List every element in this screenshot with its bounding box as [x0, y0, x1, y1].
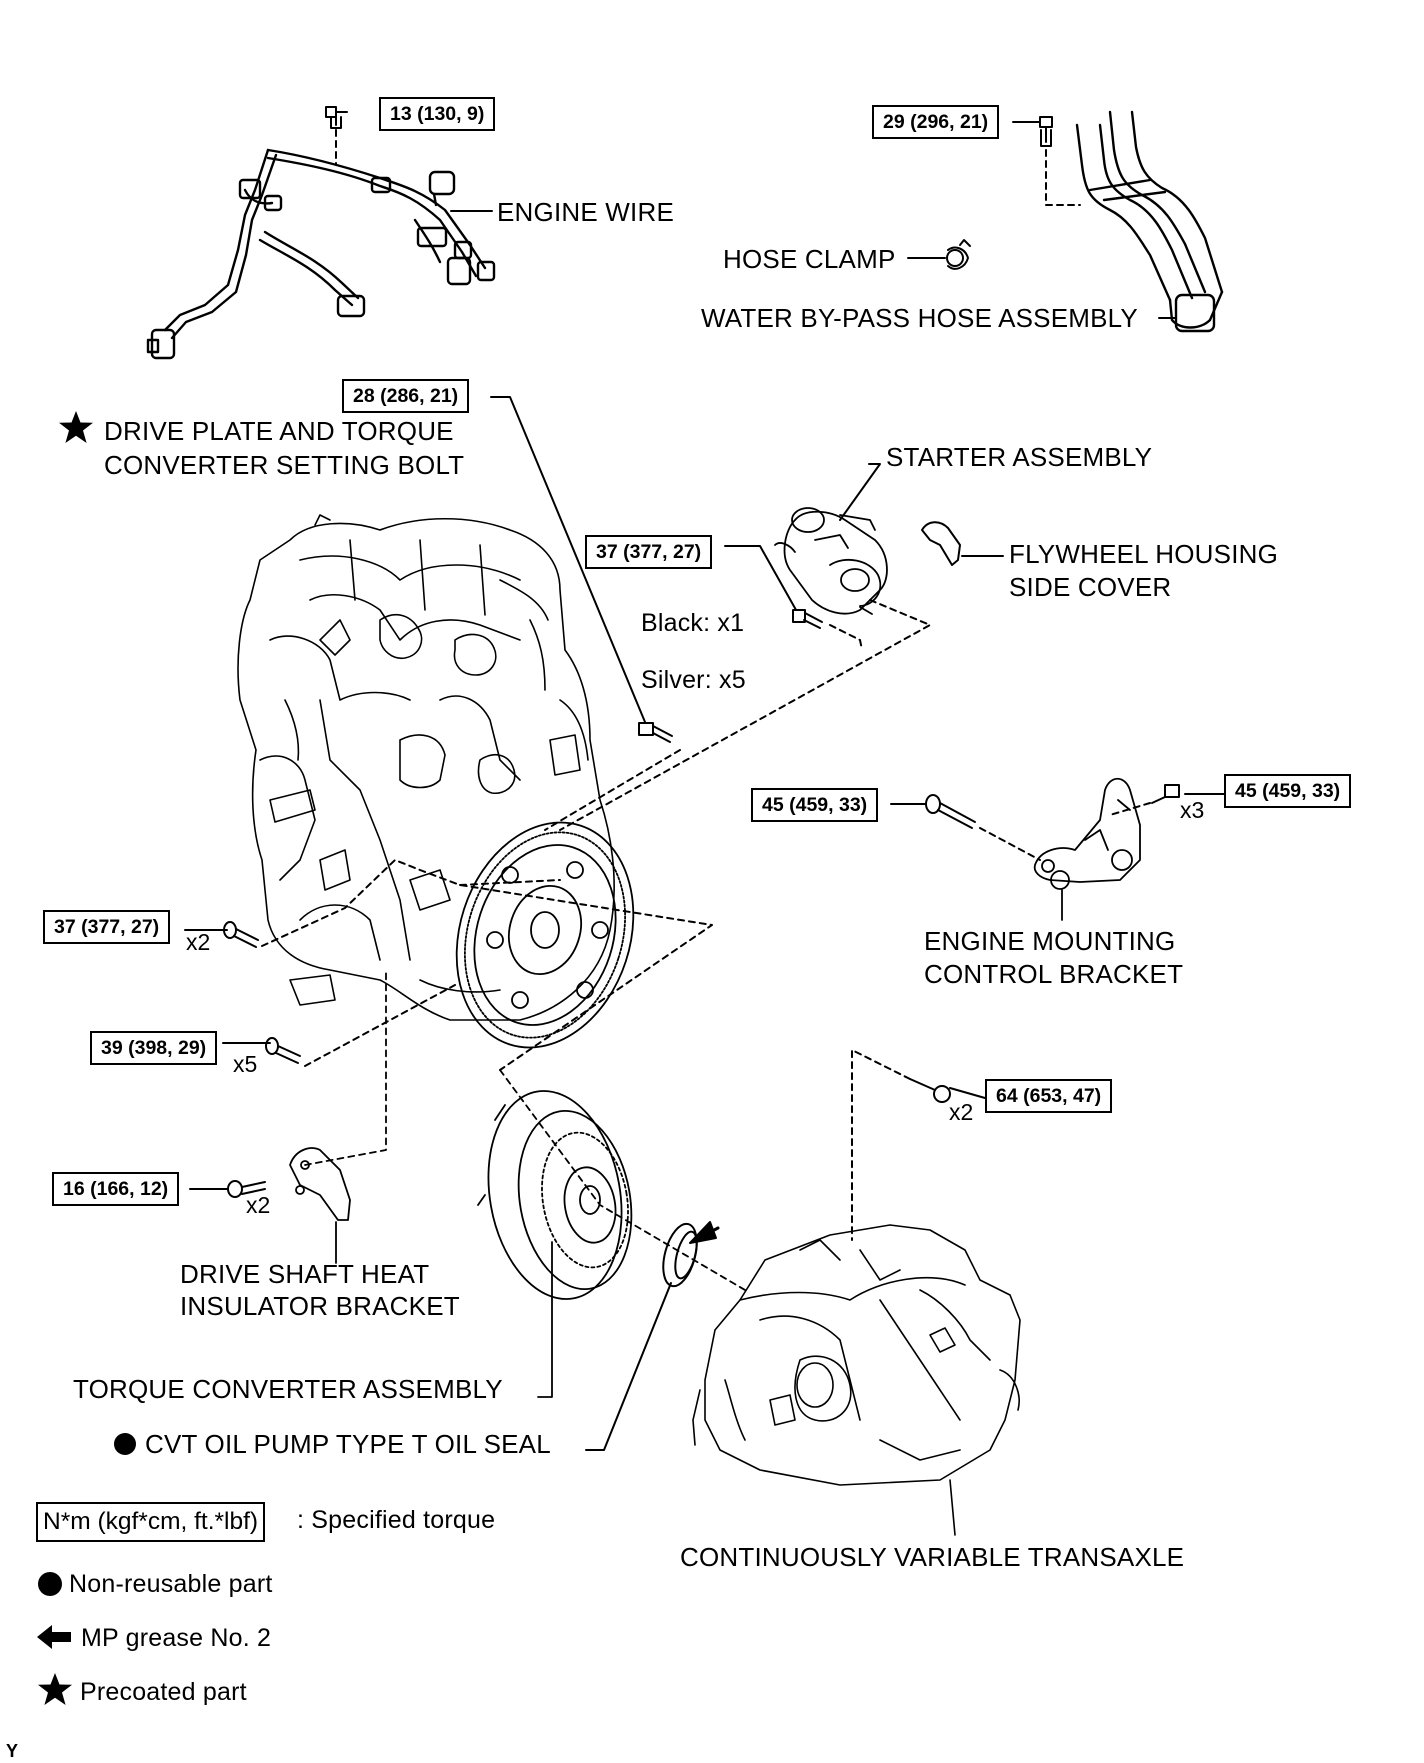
torque-box-heat-insulator: 16 (166, 12)	[52, 1172, 180, 1206]
grease-marker-seal	[689, 1221, 720, 1244]
engine-bolt-upper	[184, 859, 713, 1071]
torque-box-drive-plate: 28 (286, 21)	[342, 379, 470, 413]
label-oil-seal: CVT OIL PUMP TYPE T OIL SEAL	[145, 1429, 551, 1459]
flywheel-housing-cover-part	[921, 521, 1004, 566]
star-icon	[58, 410, 94, 449]
starter-bolt	[559, 545, 931, 831]
heat-insulator-bolt	[189, 1180, 266, 1198]
heat-insulator-bracket-part	[289, 969, 387, 1264]
label-drive-plate-line2: CONVERTER SETTING BOLT	[104, 450, 465, 480]
label-heat-insulator-line2: INSULATOR BRACKET	[180, 1291, 460, 1321]
qty-heat-insulator: x2	[246, 1192, 271, 1218]
engine-bolt-lower	[222, 984, 456, 1067]
drive-plate-bolt	[490, 396, 681, 831]
label-starter: STARTER ASSEMBLY	[886, 442, 1153, 472]
bolt-water-hose	[1012, 116, 1081, 206]
transaxle-part	[692, 1224, 1021, 1536]
legend-non-reusable: Non-reusable part	[69, 1570, 273, 1598]
torque-box-engine-upper: 37 (377, 27)	[43, 910, 171, 944]
torque-box-engine-wire: 13 (130, 9)	[379, 97, 496, 131]
label-mount-bracket-line2: CONTROL BRACKET	[924, 959, 1184, 989]
label-water-bypass-hose: WATER BY-PASS HOSE ASSEMBLY	[701, 303, 1138, 333]
starter-silver-qty: Silver: x5	[641, 666, 746, 694]
qty-engine-lower: x5	[233, 1051, 258, 1077]
hose-clamp-part	[907, 239, 971, 270]
label-engine-wire: ENGINE WIRE	[497, 197, 674, 227]
non-reusable-dot-icon	[113, 1432, 137, 1461]
starter-assembly-part	[774, 507, 888, 615]
legend-star-icon	[37, 1672, 73, 1711]
mount-bracket-bolt-right	[1109, 784, 1226, 816]
label-transaxle: CONTINUOUSLY VARIABLE TRANSAXLE	[680, 1542, 1185, 1572]
label-flywheel-line1: FLYWHEEL HOUSING	[1009, 539, 1279, 569]
label-heat-insulator-line1: DRIVE SHAFT HEAT	[180, 1259, 430, 1289]
engine-assembly-part	[237, 514, 615, 1021]
qty-mount-bracket: x3	[1180, 797, 1205, 823]
leader-starter	[839, 463, 881, 521]
oil-seal-part	[585, 1222, 698, 1451]
transaxle-bolt	[851, 1049, 986, 1241]
legend-arrow-icon	[36, 1623, 72, 1656]
qty-engine-upper: x2	[186, 929, 211, 955]
bolt-engine-wire	[325, 106, 348, 166]
torque-converter-part	[477, 1069, 746, 1398]
torque-box-starter: 37 (377, 27)	[585, 535, 713, 569]
drive-plate-part	[455, 821, 635, 1049]
starter-black-qty: Black: x1	[641, 609, 745, 637]
torque-box-transaxle: 64 (653, 47)	[985, 1079, 1113, 1113]
torque-box-mount-left: 45 (459, 33)	[751, 788, 879, 822]
legend-dot-icon	[37, 1571, 63, 1602]
label-flywheel-line2: SIDE COVER	[1009, 572, 1172, 602]
legend-grease: MP grease No. 2	[81, 1624, 272, 1652]
legend-precoated: Precoated part	[80, 1678, 247, 1706]
legend-torque-box: N*m (kgf*cm, ft.*lbf)	[36, 1502, 266, 1542]
qty-transaxle: x2	[949, 1099, 974, 1125]
label-mount-bracket-line1: ENGINE MOUNTING	[924, 926, 1176, 956]
engine-mounting-bracket-part	[1033, 777, 1141, 921]
label-drive-plate-line1: DRIVE PLATE AND TORQUE	[104, 416, 454, 446]
engine-wire-part	[146, 148, 496, 360]
label-hose-clamp: HOSE CLAMP	[723, 244, 896, 274]
label-torque-converter: TORQUE CONVERTER ASSEMBLY	[73, 1374, 503, 1404]
water-bypass-hose-part	[1075, 110, 1224, 333]
legend-torque-text: : Specified torque	[297, 1506, 496, 1534]
mount-bracket-bolt-left	[890, 794, 1041, 861]
torque-box-mount-right: 45 (459, 33)	[1224, 774, 1352, 808]
torque-box-engine-lower: 39 (398, 29)	[90, 1031, 218, 1065]
corner-mark: Y	[6, 1741, 19, 1761]
torque-box-water-hose: 29 (296, 21)	[872, 105, 1000, 139]
